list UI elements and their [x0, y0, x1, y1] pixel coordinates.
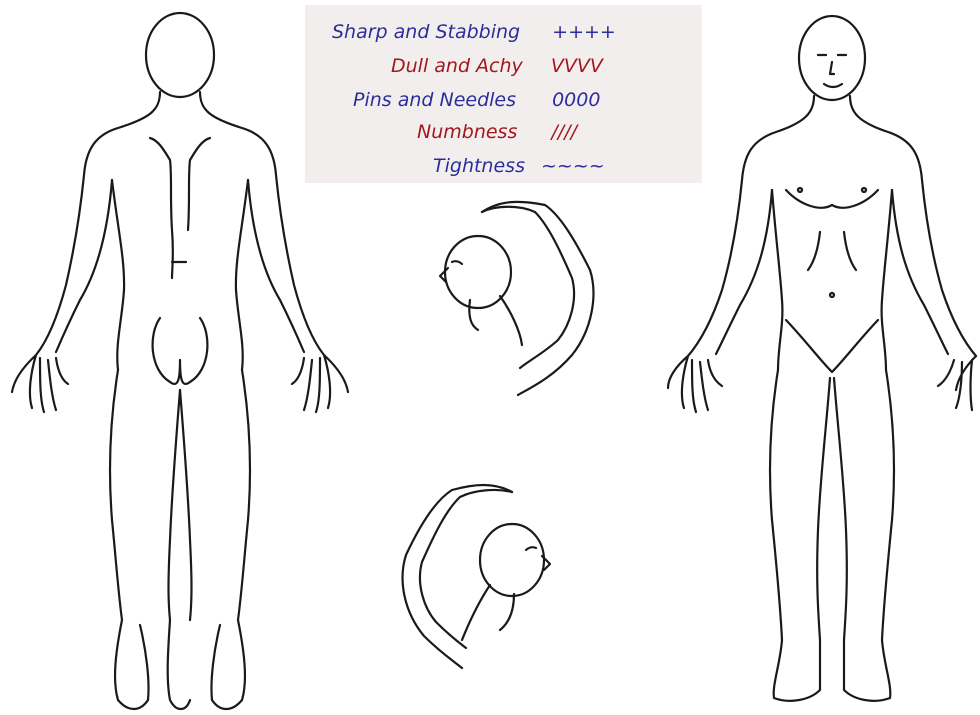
legend-item-sharp: Sharp and Stabbing ++++: [332, 21, 616, 43]
legend-label: Dull and Achy: [391, 55, 523, 77]
legend-item-tightness: Tightness ~~~~: [433, 155, 605, 177]
head-arm-left-outline: [403, 485, 550, 668]
legend-label: Sharp and Stabbing: [332, 21, 520, 43]
legend-label: Numbness: [417, 121, 517, 143]
legend-label: Tightness: [433, 155, 525, 177]
legend-item-pins: Pins and Needles 0000: [353, 89, 600, 111]
legend-symbol: ~~~~: [541, 155, 605, 177]
legend-symbol: 0000: [552, 89, 600, 111]
legend-symbol: ////: [551, 121, 577, 143]
legend-symbol: VVVV: [551, 55, 603, 77]
legend-symbol: ++++: [552, 21, 616, 43]
legend-item-numbness: Numbness ////: [417, 121, 577, 143]
pain-type-legend: Sharp and Stabbing ++++ Dull and Achy VV…: [305, 5, 702, 183]
legend-label: Pins and Needles: [353, 89, 516, 111]
legend-item-dull: Dull and Achy VVVV: [391, 55, 603, 77]
